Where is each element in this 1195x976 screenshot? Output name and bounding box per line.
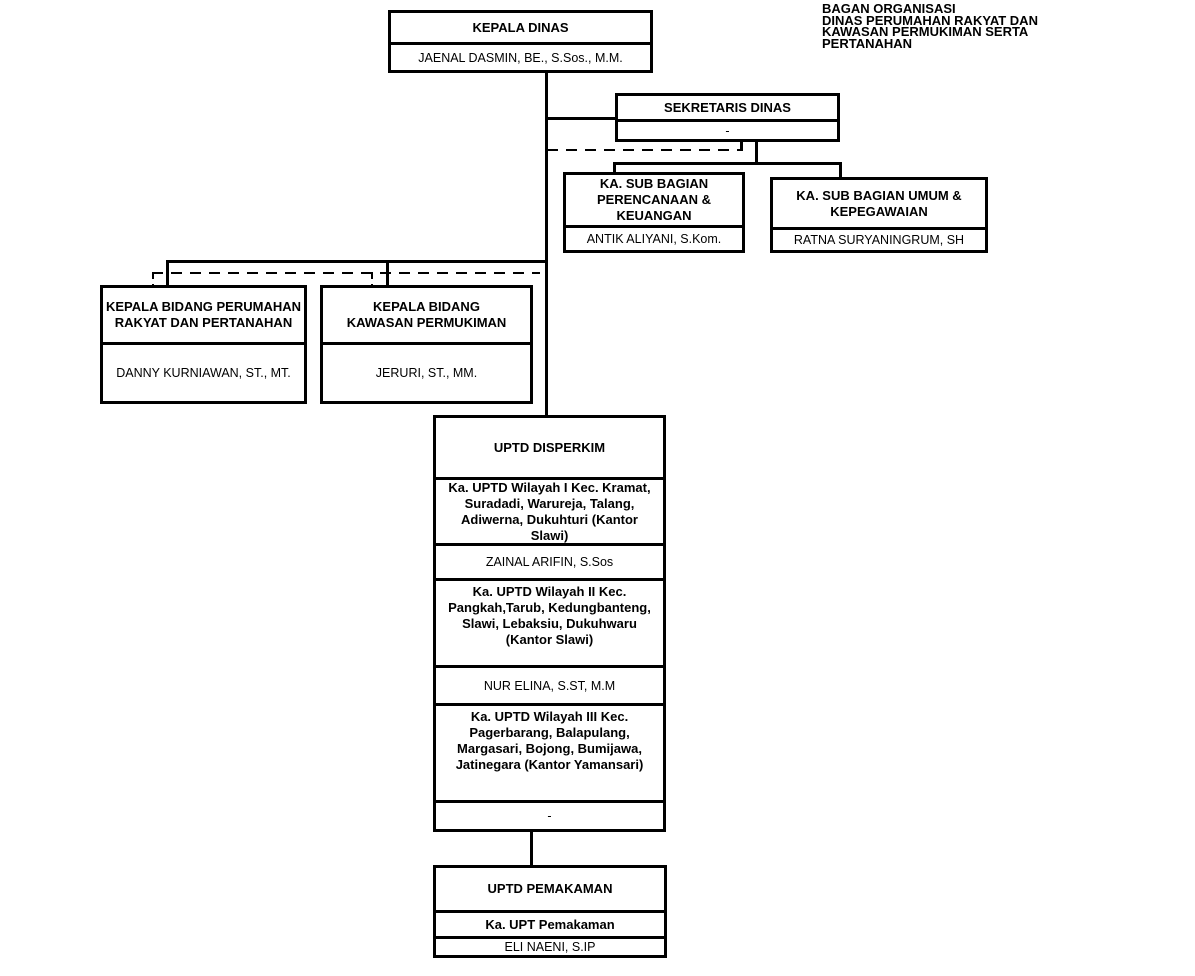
uptd-pemakaman-name: ELI NAENI, S.IP <box>436 936 664 955</box>
connector-dashed-bidang <box>152 272 540 274</box>
bidang-permukiman-name: JERURI, ST., MM. <box>323 342 530 401</box>
uptd-wilayah-3-title: Ka. UPTD Wilayah III Kec. Pagerbarang, B… <box>436 703 663 800</box>
connector-trunk-vertical <box>545 73 548 417</box>
connector-dashed-stub-left <box>152 272 154 286</box>
connector-pemakaman-vertical <box>530 832 533 866</box>
org-box-sub-bagian-perencanaan: KA. SUB BAGIAN PERENCANAAN & KEUANGAN AN… <box>563 172 745 253</box>
sekretaris-dinas-name: - <box>618 119 837 139</box>
org-box-sub-bagian-umum: KA. SUB BAGIAN UMUM & KEPEGAWAIAN RATNA … <box>770 177 988 253</box>
connector-subbagian-horizontal <box>613 162 842 165</box>
kepala-dinas-name: JAENAL DASMIN, BE., S.Sos., M.M. <box>391 42 650 70</box>
connector-subbagian-stub-right <box>839 162 842 180</box>
uptd-disperkim-title: UPTD DISPERKIM <box>493 439 606 455</box>
org-box-bidang-permukiman: KEPALA BIDANG KAWASAN PERMUKIMAN JERURI,… <box>320 285 533 404</box>
chart-title: BAGAN ORGANISASI DINAS PERUMAHAN RAKYAT … <box>822 1 1038 51</box>
connector-bidang-horizontal <box>166 260 548 263</box>
sekretaris-dinas-title: SEKRETARIS DINAS <box>664 99 791 115</box>
bidang-permukiman-title: KEPALA BIDANG KAWASAN PERMUKIMAN <box>346 299 507 330</box>
org-box-sekretaris-dinas: SEKRETARIS DINAS - <box>615 93 840 142</box>
connector-dashed-sekretaris <box>547 149 743 151</box>
bidang-perumahan-title: KEPALA BIDANG PERUMAHAN RAKYAT DAN PERTA… <box>106 299 301 330</box>
sub-bagian-umum-name: RATNA SURYANINGRUM, SH <box>773 227 985 250</box>
org-box-uptd-disperkim: UPTD DISPERKIM Ka. UPTD Wilayah I Kec. K… <box>433 415 666 832</box>
bidang-perumahan-name: DANNY KURNIAWAN, ST., MT. <box>103 342 304 401</box>
uptd-pemakaman-subtitle: Ka. UPT Pemakaman <box>436 910 664 936</box>
kepala-dinas-title: KEPALA DINAS <box>472 19 569 35</box>
connector-sekretaris-down <box>755 141 758 165</box>
uptd-wilayah-2-name: NUR ELINA, S.ST, M.M <box>436 665 663 703</box>
org-box-kepala-dinas: KEPALA DINAS JAENAL DASMIN, BE., S.Sos.,… <box>388 10 653 73</box>
uptd-wilayah-2-title: Ka. UPTD Wilayah II Kec. Pangkah,Tarub, … <box>436 578 663 665</box>
uptd-wilayah-1-name: ZAINAL ARIFIN, S.Sos <box>436 543 663 578</box>
connector-dashed-stub-right <box>371 272 373 286</box>
sub-bagian-perencanaan-name: ANTIK ALIYANI, S.Kom. <box>566 225 742 250</box>
org-box-uptd-pemakaman: UPTD PEMAKAMAN Ka. UPT Pemakaman ELI NAE… <box>433 865 667 958</box>
uptd-pemakaman-title: UPTD PEMAKAMAN <box>487 881 613 896</box>
sub-bagian-perencanaan-title: KA. SUB BAGIAN PERENCANAAN & KEUANGAN <box>596 176 712 223</box>
connector-sekretaris-branch <box>547 117 615 120</box>
sub-bagian-umum-title: KA. SUB BAGIAN UMUM & KEPEGAWAIAN <box>796 187 962 219</box>
org-box-bidang-perumahan: KEPALA BIDANG PERUMAHAN RAKYAT DAN PERTA… <box>100 285 307 404</box>
uptd-wilayah-1-title: Ka. UPTD Wilayah I Kec. Kramat, Suradadi… <box>436 477 663 543</box>
uptd-wilayah-3-name: - <box>436 800 663 829</box>
connector-sekretaris-dash-stub <box>740 141 743 151</box>
connector-subbagian-stub-left <box>613 162 616 175</box>
